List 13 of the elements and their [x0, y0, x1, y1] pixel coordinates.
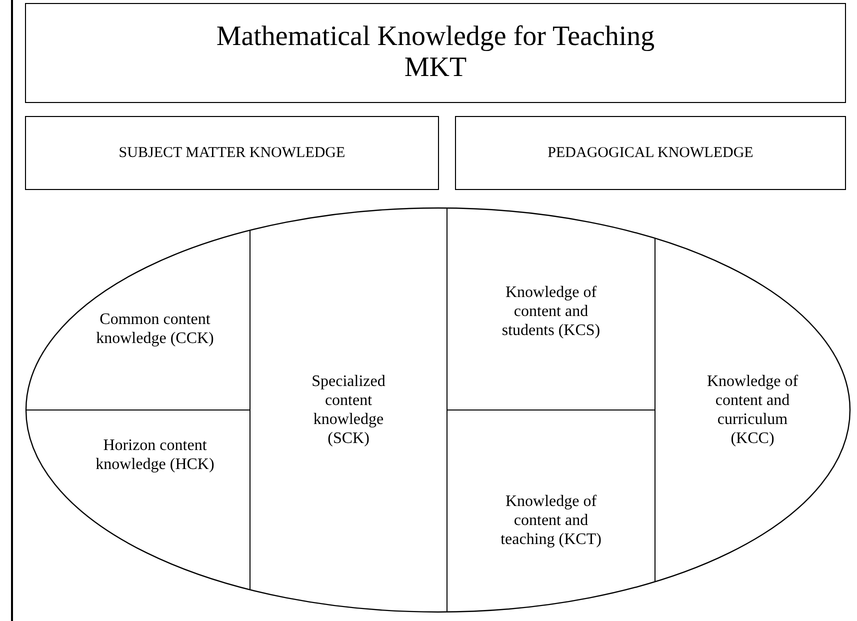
- category-label: PEDAGOGICAL KNOWLEDGE: [548, 144, 754, 162]
- category-box: [455, 116, 846, 190]
- title-box: [25, 3, 846, 103]
- region-label: Knowledge of content and curriculum (KCC): [706, 372, 800, 448]
- region-label: Knowledge of content and teaching (KCT): [500, 492, 602, 548]
- region-label: Specialized content knowledge (SCK): [310, 372, 386, 448]
- title-text: Mathematical Knowledge for Teaching: [216, 22, 655, 53]
- acronym-text: MKT: [404, 53, 467, 84]
- region-label: Knowledge of content and students (KCS): [500, 283, 602, 340]
- region-label: Common content knowledge (CCK): [95, 310, 215, 348]
- region-label: Horizon content knowledge (HCK): [95, 436, 215, 474]
- category-label: SUBJECT MATTER KNOWLEDGE: [118, 144, 346, 162]
- category-box: [25, 116, 439, 190]
